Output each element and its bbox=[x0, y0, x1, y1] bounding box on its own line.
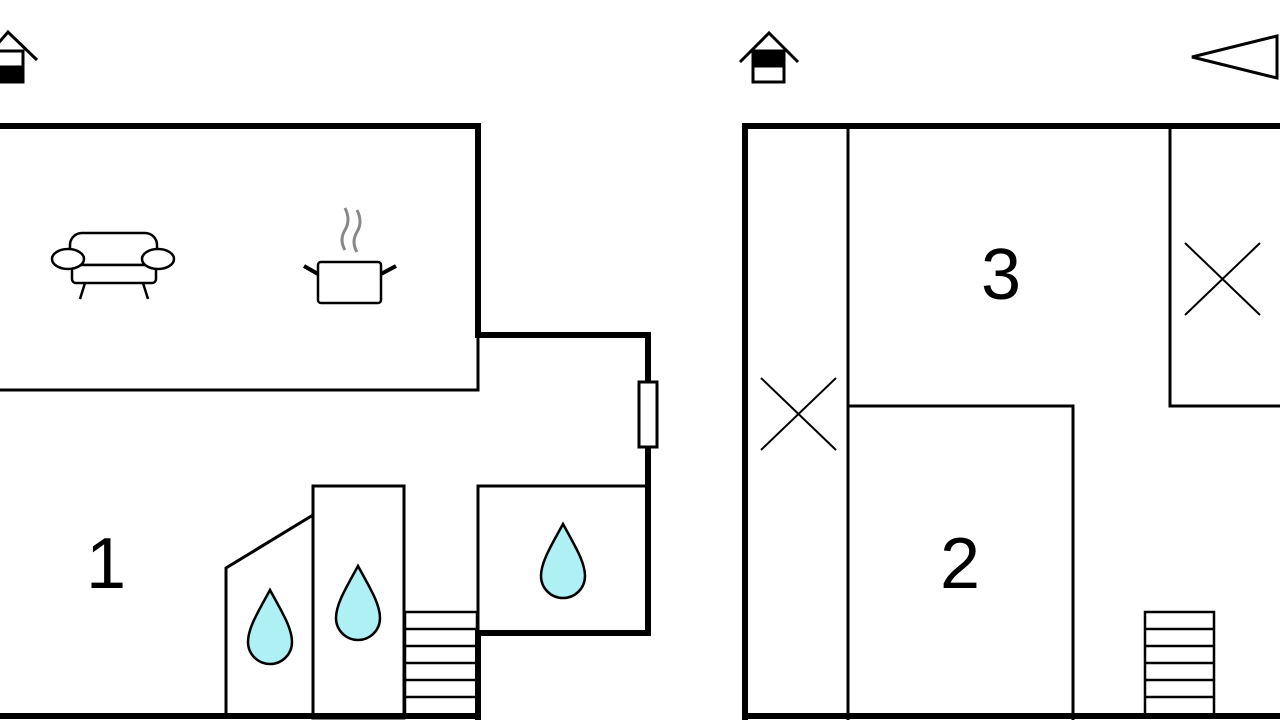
upper-floor-walls bbox=[742, 123, 1280, 720]
water-drop-icon bbox=[334, 563, 382, 642]
void-cross-icon bbox=[760, 242, 1261, 451]
water-drop-icons bbox=[246, 521, 587, 666]
room-label-2: 2 bbox=[940, 524, 980, 604]
room-label-1: 1 bbox=[86, 524, 126, 604]
water-drop-icon bbox=[539, 521, 587, 600]
door-icon bbox=[637, 380, 659, 449]
ground-floor-house-icon bbox=[0, 29, 39, 84]
kitchen-pot-icon bbox=[303, 207, 397, 305]
compass-arrow-icon bbox=[1191, 34, 1279, 80]
upper-floor-house-icon bbox=[738, 30, 800, 84]
stairs-icon bbox=[403, 610, 479, 718]
room-label-3: 3 bbox=[981, 235, 1021, 315]
ground-floor-walls bbox=[0, 123, 651, 720]
water-drop-icon bbox=[246, 587, 294, 666]
stairs-icon bbox=[1143, 610, 1216, 718]
sofa-icon bbox=[50, 231, 176, 300]
